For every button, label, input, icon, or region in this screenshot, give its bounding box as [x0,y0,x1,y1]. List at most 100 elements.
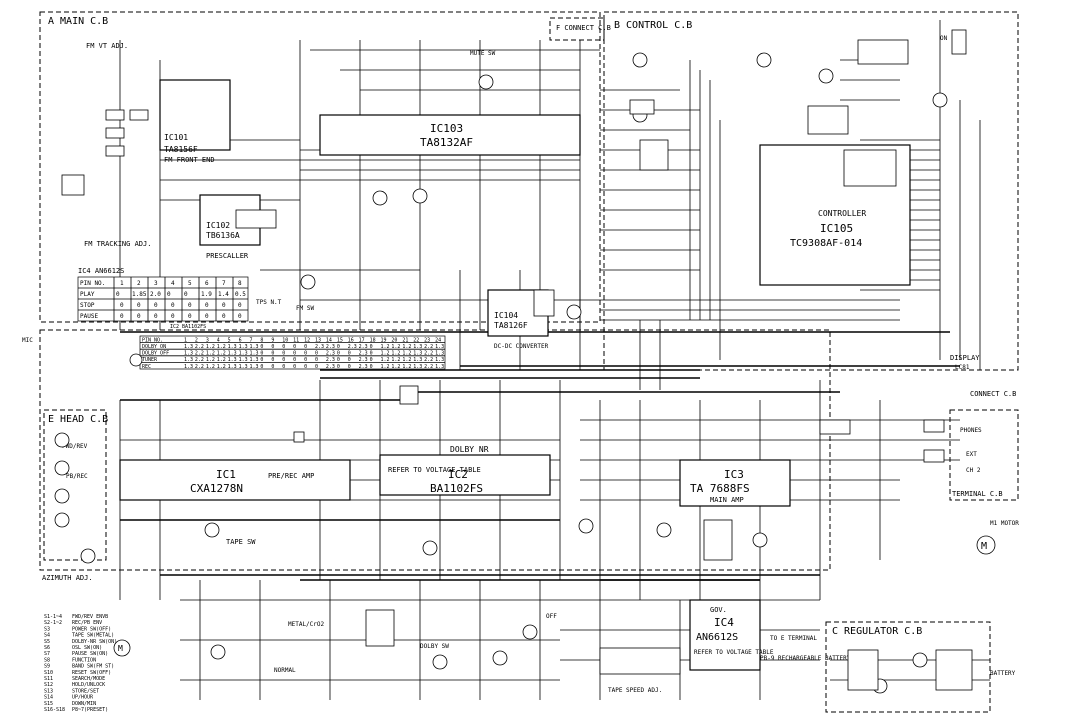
table-cell: 1.3 [239,344,248,350]
legend-value: SEARCH/MODE [72,676,105,682]
svg-text:DC-DC CONVERTER: DC-DC CONVERTER [494,343,549,350]
table-cell: 1.2 [206,364,215,370]
svg-text:2: 2 [137,280,141,287]
table-cell: 1.2 [391,357,400,363]
legend-key: S16-S18 [44,707,65,713]
table-cell: 2.2 [424,357,433,363]
svg-text:1.85: 1.85 [132,291,147,298]
table-header: 16 [348,338,354,344]
fm-sw-label: FM SW [296,305,314,312]
table-cell: 0 [304,357,307,363]
table-cell: 0 [315,364,318,370]
table-cell: 1.3 [239,351,248,357]
dolby-sw-label: DOLBY SW [420,643,449,650]
legend-key: S3 [44,626,50,632]
ic1-block: IC1 CXA1278N PRE/REC AMP [119,459,351,501]
svg-text:PLAY: PLAY [80,291,95,298]
svg-text:4: 4 [171,280,175,287]
svg-text:0: 0 [116,291,120,298]
table-header: 14 [326,338,332,344]
table-header: 7 [250,338,253,344]
table-cell: 0 [370,357,373,363]
svg-text:IC103: IC103 [430,122,463,135]
svg-text:M: M [981,541,987,552]
svg-text:0: 0 [171,302,175,309]
pb-rec-label: PB/REC [66,473,88,480]
table-cell: 1.3 [239,364,248,370]
terminal-board-outline [949,409,1019,501]
table-header: 18 [370,338,376,344]
svg-text:1.4: 1.4 [218,291,229,298]
svg-text:TA8156F: TA8156F [164,145,198,154]
table-cell: 0 [282,351,285,357]
svg-text:GOV.: GOV. [710,606,727,614]
legend-value: RESET SW(OFF) [72,670,111,676]
svg-text:0: 0 [184,291,188,298]
svg-text:BA1102FS: BA1102FS [430,482,483,495]
erase-head-icon [54,512,70,528]
svg-text:IC2 BA1102FS: IC2 BA1102FS [170,324,206,330]
table-cell: 1.2 [402,351,411,357]
legend-value: FWD/REV ENVB [72,614,108,620]
table-cell: 0 [337,351,340,357]
table-cell: 0 [293,351,296,357]
control-board-outline [603,11,1019,371]
svg-text:0: 0 [222,302,226,309]
ic4-voltage-table: IC4 AN6612S PIN NO. 1 2 3 4 5 6 7 8 PLAY… [77,267,249,322]
table-cell: 0 [293,344,296,350]
table-cell: 0 [271,351,274,357]
table-cell: 1.2 [391,351,400,357]
table-cell: 1.2 [206,351,215,357]
table-cell: 2.3 [359,364,368,370]
svg-text:0: 0 [120,302,124,309]
table-cell: 2.3 [348,344,357,350]
table-cell: 1.3 [228,351,237,357]
legend-key: S9 [44,664,50,670]
svg-text:FM FRONT END: FM FRONT END [164,156,215,164]
table-cell: 0 [370,344,373,350]
svg-text:0: 0 [154,302,158,309]
tape-sw-label: TAPE SW [226,538,256,546]
table-cell: DOLBY ON [142,344,166,350]
legend-key: S13 [44,688,53,694]
legend-value: OSL SW(ON) [72,645,102,651]
ch2-jack-label: CH 2 [966,467,981,474]
to-terminal-label: TO E TERMINAL [770,635,817,642]
table-header: 23 [424,338,430,344]
connect-f-outline [549,17,605,41]
table-cell: 2.3 [359,357,368,363]
regulator-board-label: C REGULATOR C.B [832,626,922,637]
table-cell: 1.3 [184,364,193,370]
fm-tracking-adj-label: FM TRACKING ADJ. [84,240,151,248]
table-header: PIN NO. [142,338,163,344]
table-cell: 2.3 [326,364,335,370]
table-cell: 1.3 [184,357,193,363]
svg-text:IC2: IC2 [448,468,468,481]
svg-text:DOLBY NR: DOLBY NR [450,445,489,454]
table-cell: 1.2 [217,364,226,370]
svg-text:M: M [118,644,123,653]
power-switch-icon [951,29,967,55]
table-cell: 1.3 [413,351,422,357]
svg-text:0: 0 [188,302,192,309]
svg-text:TA 7688FS: TA 7688FS [690,482,750,495]
table-cell: 1.2 [217,351,226,357]
svg-text:6: 6 [205,280,209,287]
svg-text:PRE/REC AMP: PRE/REC AMP [268,472,314,480]
svg-text:MAIN AMP: MAIN AMP [710,496,744,504]
table-cell: 1.3 [435,351,444,357]
svg-text:5: 5 [188,280,192,287]
table-header: 22 [413,338,419,344]
legend-value: HOLD/UNLOCK [72,682,105,688]
table-cell: 0 [282,364,285,370]
svg-text:7: 7 [222,280,226,287]
table-cell: 0 [348,357,351,363]
table-cell: 2.2 [195,351,204,357]
table-cell: 0 [304,364,307,370]
table-cell: 2.2 [195,344,204,350]
table-cell: 0 [348,364,351,370]
legend-value: UP/HOUR [72,695,94,701]
table-cell: 1.3 [228,344,237,350]
legend-value: FUNCTION [72,657,96,663]
